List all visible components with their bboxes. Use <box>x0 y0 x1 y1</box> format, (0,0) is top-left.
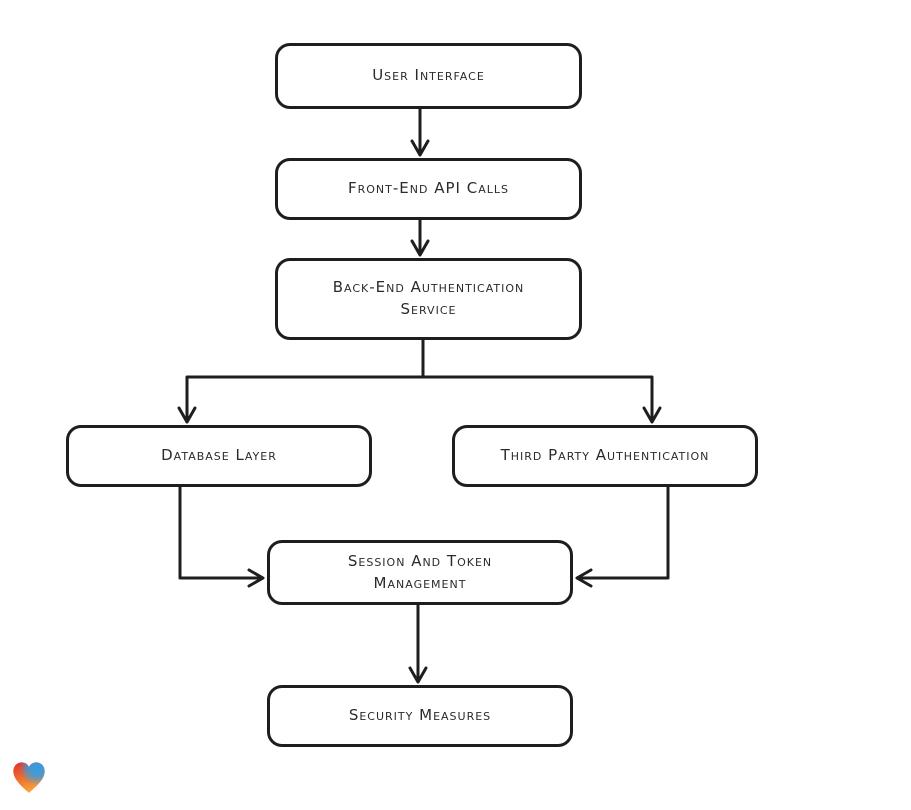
node-user-interface: User Interface <box>275 43 582 109</box>
node-label: User Interface <box>372 66 485 85</box>
node-database-layer: Database Layer <box>66 425 372 487</box>
node-back-end-authentication-service: Back-End Authentication Service <box>275 258 582 340</box>
node-label: Database Layer <box>161 446 277 465</box>
node-security-measures: Security Measures <box>267 685 573 747</box>
node-label: Front-End API Calls <box>348 179 509 198</box>
node-front-end-api-calls: Front-End API Calls <box>275 158 582 220</box>
heart-gradient-icon <box>10 759 48 797</box>
node-session-and-token-management: Session And Token Management <box>267 540 573 605</box>
node-label: Back-End Authentication Service <box>332 278 525 318</box>
edge-session-security <box>408 603 428 684</box>
edge-frontend-backend <box>410 218 430 257</box>
node-label: Session And Token Management <box>347 551 493 592</box>
edge-database-session <box>178 485 265 588</box>
node-label: Security Measures <box>348 706 492 725</box>
node-label: Third Party Authentication <box>500 446 710 465</box>
edge-ui-frontend <box>410 107 430 157</box>
node-third-party-authentication: Third Party Authentication <box>452 425 758 487</box>
edge-thirdparty-session <box>575 485 670 588</box>
edge-backend-branch <box>177 338 662 424</box>
